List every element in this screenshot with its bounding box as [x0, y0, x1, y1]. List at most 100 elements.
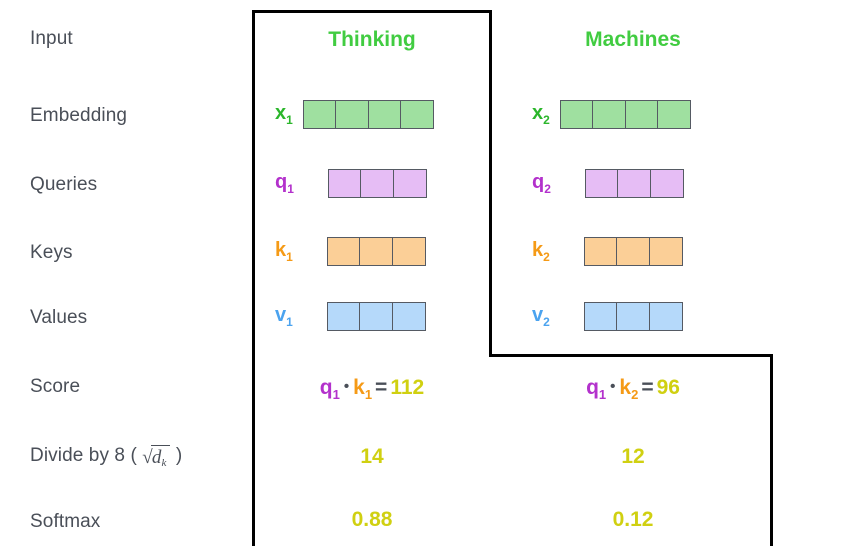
score-key-letter: k — [619, 376, 632, 399]
column-title-thinking: Thinking — [328, 28, 416, 51]
vector-tag-subscript: 1 — [286, 314, 293, 329]
vector-row-x2: x2 — [532, 99, 692, 129]
score-query-letter: q — [586, 376, 599, 399]
divide-prefix-text: Divide by 8 ( — [30, 445, 137, 466]
vector-cell — [592, 99, 627, 129]
vector-tag-subscript: 2 — [543, 314, 550, 329]
row-label-values: Values — [30, 307, 88, 328]
vector-cell — [583, 236, 618, 266]
vector-cell — [559, 99, 594, 129]
row-label-embedding: Embedding — [30, 105, 128, 126]
score-key-term: k1 — [353, 376, 373, 403]
vector-cell — [391, 301, 426, 331]
vector-row-x1: x1 — [275, 99, 435, 129]
score-query-subscript: 1 — [598, 387, 607, 403]
vector-tag-letter: x — [275, 101, 287, 124]
sqrt-icon: √dk — [142, 445, 171, 469]
vector-cell — [616, 301, 651, 331]
equals-sign: = — [641, 376, 654, 399]
vector-tag-subscript: 1 — [286, 249, 293, 264]
vector-cells-x1 — [302, 99, 435, 129]
softmax-value-machines: 0.12 — [612, 508, 654, 531]
vector-cells-v1 — [326, 301, 426, 331]
row-label-input: Input — [30, 28, 73, 49]
dot-product-icon: • — [343, 378, 350, 395]
score-formula-thinking: q1•k1=112 — [252, 377, 492, 401]
row-label-score: Score — [30, 376, 81, 397]
outline-left-edge — [252, 10, 255, 546]
vector-tag-subscript: 2 — [543, 249, 550, 264]
divided-value-machines: 12 — [621, 445, 645, 468]
vector-cells-x2 — [559, 99, 692, 129]
vector-row-k2: k2 — [532, 236, 683, 266]
score-formula-machines: q1•k2=96 — [513, 377, 753, 401]
vector-tag-k2: k2 — [532, 240, 550, 263]
score-key-term: k2 — [619, 376, 638, 401]
vector-row-q2: q2 — [532, 168, 684, 198]
vector-cell — [583, 301, 618, 331]
vector-row-q1: q1 — [275, 168, 427, 198]
vector-cell — [392, 168, 427, 198]
vector-tag-v2: v2 — [532, 305, 550, 328]
vector-tag-k1: k1 — [275, 240, 293, 263]
score-query-term: q1 — [319, 376, 340, 403]
vector-row-v2: v2 — [532, 301, 683, 331]
vector-cell — [657, 99, 692, 129]
vector-cell — [648, 301, 683, 331]
vector-cell — [617, 168, 652, 198]
outline-lower-right-edge — [770, 354, 773, 546]
divided-value-thinking: 14 — [360, 445, 384, 468]
softmax-value-thinking: 0.88 — [351, 508, 393, 531]
vector-tag-subscript: 2 — [543, 112, 550, 127]
vector-cell — [302, 99, 337, 129]
vector-tag-letter: x — [532, 101, 544, 124]
vector-tag-x1: x1 — [275, 103, 293, 126]
score-query-subscript: 1 — [332, 387, 340, 403]
outline-top-edge — [252, 10, 492, 13]
vector-cell — [648, 236, 683, 266]
radicand-base: d — [151, 447, 162, 468]
vector-tag-letter: q — [532, 170, 545, 193]
sqrt-glyph: √ — [142, 447, 153, 468]
vector-tag-letter: q — [275, 170, 288, 193]
score-key-subscript: 1 — [364, 387, 373, 403]
score-query-letter: q — [319, 376, 333, 399]
outline-step-edge — [489, 354, 773, 357]
vector-tag-letter: k — [275, 238, 287, 261]
vector-row-v1: v1 — [275, 301, 426, 331]
vector-tag-letter: v — [275, 303, 287, 326]
vector-cells-v2 — [583, 301, 683, 331]
row-label-divide-by-8: Divide by 8 ( √dk ) — [30, 445, 182, 469]
vector-cell — [359, 236, 394, 266]
vector-cells-k1 — [326, 236, 426, 266]
outline-upper-right-edge — [489, 10, 492, 357]
vector-cell — [360, 168, 395, 198]
vector-tag-v1: v1 — [275, 305, 293, 328]
equals-sign: = — [375, 376, 388, 399]
vector-tag-subscript: 1 — [287, 181, 294, 196]
row-label-softmax: Softmax — [30, 511, 101, 532]
dot-product-icon: • — [610, 378, 616, 395]
vector-tag-subscript: 1 — [286, 112, 293, 127]
vector-cell — [649, 168, 684, 198]
vector-cell — [367, 99, 402, 129]
row-label-keys: Keys — [30, 242, 73, 263]
vector-cell — [335, 99, 370, 129]
score-key-letter: k — [353, 376, 365, 399]
score-query-term: q1 — [586, 376, 607, 403]
vector-cell — [326, 301, 361, 331]
vector-tag-q2: q2 — [532, 172, 551, 195]
vector-tag-letter: k — [532, 238, 544, 261]
vector-cell — [327, 168, 362, 198]
vector-cell — [616, 236, 651, 266]
vector-tag-letter: v — [532, 303, 544, 326]
vector-cell — [359, 301, 394, 331]
vector-cell — [624, 99, 659, 129]
vector-cells-k2 — [583, 236, 683, 266]
vector-cell — [391, 236, 426, 266]
vector-tag-x2: x2 — [532, 103, 550, 126]
divide-suffix-text: ) — [175, 445, 183, 466]
vector-cell — [584, 168, 619, 198]
vector-tag-subscript: 2 — [544, 181, 551, 196]
